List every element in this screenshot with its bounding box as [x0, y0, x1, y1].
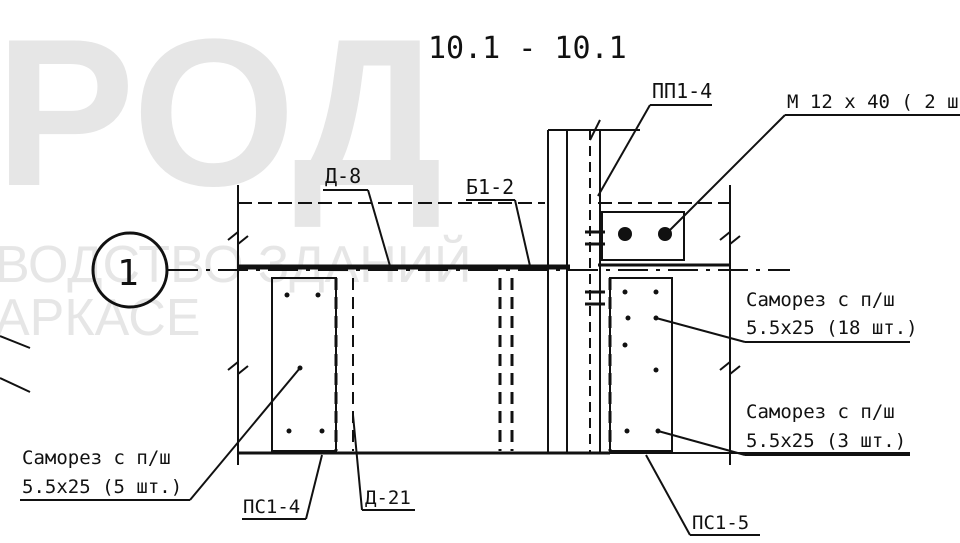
screw-dots-right — [622, 289, 661, 434]
bolt-hole — [618, 227, 632, 241]
break-mark — [589, 119, 601, 141]
axis-marker-number: 1 — [117, 253, 139, 294]
label-pp1-4: ПП1-4 — [652, 79, 712, 103]
label-ps1-4: ПС1-4 — [243, 496, 300, 518]
label-screw-left-2: 5.5х25 (5 шт.) — [22, 476, 182, 498]
watermark-line2: АРКАСЕ — [0, 289, 200, 347]
break-mark — [227, 229, 249, 247]
plate-ps1-5 — [609, 277, 673, 452]
axis-marker: 1 — [91, 231, 169, 309]
plate-ps1-4 — [271, 277, 337, 452]
label-ps1-5: ПС1-5 — [692, 512, 749, 534]
label-screw-right-top-1: Саморез с п/ш — [746, 289, 895, 311]
label-screw-right-bot-2: 5.5х25 (3 шт.) — [746, 430, 906, 452]
label-bolt: М 12 х 40 ( 2 шт — [787, 91, 960, 113]
leader-lines — [0, 104, 960, 536]
watermark-logo: РОД — [0, 0, 442, 230]
label-screw-right-top-2: 5.5х25 (18 шт.) — [746, 317, 918, 339]
label-screw-left-1: Саморез с п/ш — [22, 447, 171, 469]
bolt-bracket — [601, 211, 685, 261]
break-mark — [719, 359, 741, 377]
watermark: РОД ВОДСТВО ЗДАНИЙ АРКАСЕ — [0, 0, 472, 347]
break-mark — [227, 359, 249, 377]
label-b1-2: Б1-2 — [466, 175, 514, 199]
label-screw-right-bot-1: Саморез с п/ш — [746, 401, 895, 423]
label-d8: Д-8 — [325, 164, 361, 188]
label-d21: Д-21 — [365, 487, 411, 509]
screw-dots-left — [284, 292, 325, 434]
break-mark — [719, 229, 741, 247]
section-title: 10.1 - 10.1 — [428, 31, 627, 66]
